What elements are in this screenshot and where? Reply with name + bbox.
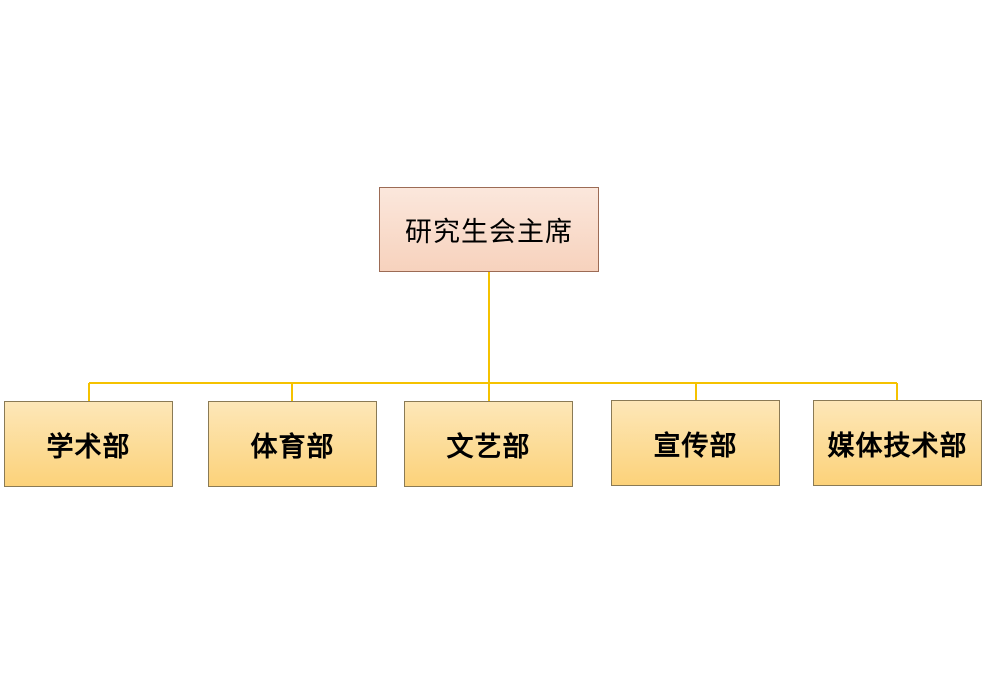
- root-node-chairman: 研究生会主席: [379, 187, 599, 272]
- dept-node-publicity: 宣传部: [611, 400, 780, 486]
- dept-node-label: 文艺部: [446, 431, 531, 463]
- dept-node-label: 学术部: [46, 431, 131, 463]
- dept-node-label: 体育部: [250, 431, 335, 463]
- root-node-label: 研究生会主席: [405, 217, 573, 248]
- dept-node-sports: 体育部: [208, 401, 377, 487]
- dept-node-label: 宣传部: [653, 430, 738, 462]
- dept-node-arts: 文艺部: [404, 401, 573, 487]
- dept-node-label: 媒体技术部: [827, 430, 968, 462]
- dept-node-media-tech: 媒体技术部: [813, 400, 982, 486]
- dept-node-academic: 学术部: [4, 401, 173, 487]
